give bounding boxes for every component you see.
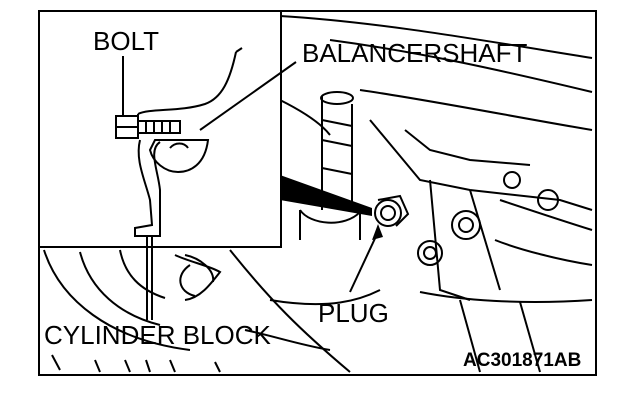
plug-label: PLUG: [318, 298, 389, 328]
balancershaft-leader: [199, 61, 297, 131]
plug-leader: [349, 231, 379, 293]
figure-code: AC301871AB: [463, 350, 581, 371]
inset-panel: [38, 10, 383, 320]
plug-arrowhead: [372, 224, 383, 240]
pointer-wedge: [280, 175, 372, 216]
balancershaft-label: BALANCERSHAFT: [302, 38, 527, 68]
cylinder-block-label: CYLINDER BLOCK: [44, 320, 271, 350]
bolt-label: BOLT: [93, 26, 159, 56]
engine-illustration: [43, 15, 593, 373]
